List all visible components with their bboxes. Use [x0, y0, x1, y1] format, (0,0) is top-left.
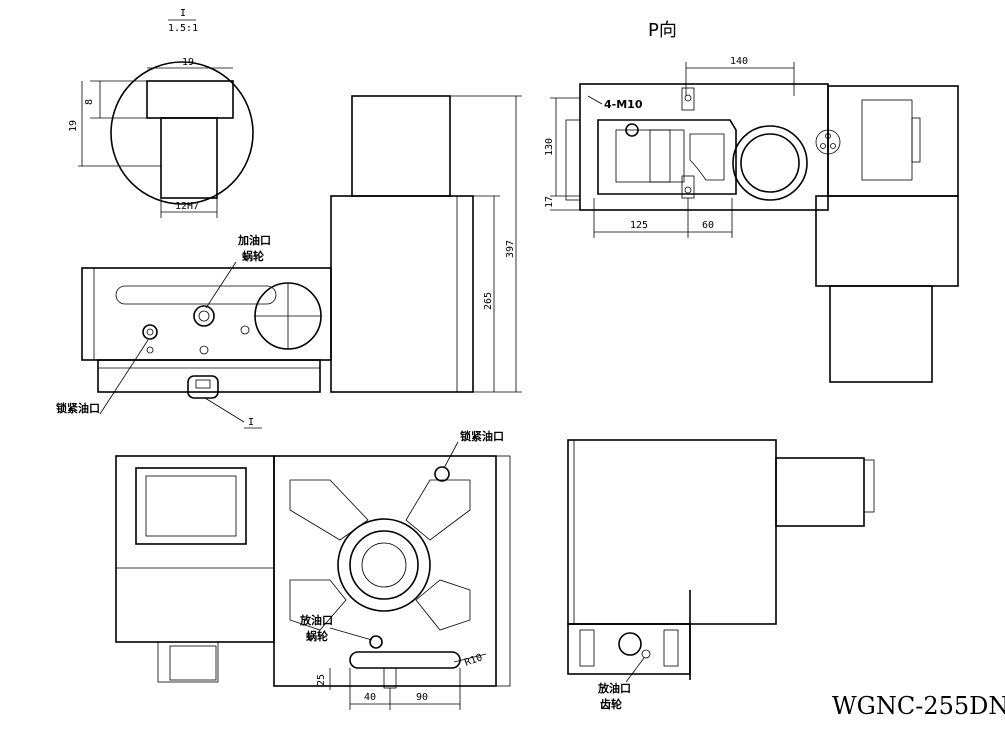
- p-cavity: [597, 119, 737, 195]
- top-spindle-outer: [337, 518, 431, 612]
- p-bearing-outer: [732, 125, 808, 201]
- top-rib-1: [289, 479, 369, 541]
- front-dim-body: 265: [483, 292, 494, 310]
- side-gear-label: 齿轮: [600, 697, 622, 711]
- front-detail-marker: I: [248, 417, 254, 428]
- p-fitting: [815, 129, 841, 155]
- detail-head: [146, 80, 234, 119]
- front-base: [97, 359, 321, 393]
- detail-dim-width: 19: [182, 57, 194, 68]
- front-motor: [351, 95, 451, 197]
- p-dim-top: 140: [730, 56, 748, 67]
- p-port: [625, 123, 639, 137]
- front-key: [187, 375, 219, 399]
- detail-dim-height: 19: [68, 120, 79, 132]
- detail-view-i: I 1.5:1 19 8 19 12H7: [68, 8, 254, 218]
- p-dim-left: 125: [630, 220, 648, 231]
- top-spindle-middle: [349, 530, 419, 600]
- detail-dim-depth: 8: [84, 99, 95, 105]
- front-oil-fill-label: 加油口: [237, 233, 271, 247]
- detail-scale: 1.5:1: [168, 23, 198, 34]
- top-window: [135, 467, 247, 545]
- top-worm-label: 蜗轮: [306, 629, 328, 643]
- top-drain-port: [369, 635, 383, 649]
- p-gearbox: [815, 195, 959, 287]
- p-view-label: P向: [648, 20, 677, 41]
- top-side-housing: [115, 455, 275, 643]
- front-oil-fill-leader: [205, 261, 237, 309]
- front-oil-fill-port: [193, 305, 215, 327]
- front-housing: [330, 195, 474, 393]
- p-view: P向 140 4-M10 130 17: [544, 20, 959, 383]
- top-view: 锁紧油口 放油口 蜗轮 R10 25 40 90: [115, 429, 511, 710]
- p-dim-right: 60: [702, 220, 714, 231]
- side-base: [567, 623, 691, 675]
- p-dim-small: 17: [544, 196, 555, 208]
- top-lock-oil-label: 锁紧油口: [460, 429, 504, 443]
- top-dim-40: 40: [364, 692, 376, 703]
- front-dim-total: 397: [505, 240, 516, 258]
- top-dim-25: 25: [316, 674, 327, 686]
- p-bearing-inner: [740, 133, 800, 193]
- side-housing: [567, 439, 777, 625]
- top-lock-oil-port: [434, 466, 450, 482]
- side-drain-label: 放油口: [597, 681, 631, 695]
- top-spindle-inner: [361, 542, 407, 588]
- top-slot: [349, 651, 461, 669]
- side-view: 放油口 齿轮: [567, 439, 875, 711]
- top-drain-label: 放油口: [299, 613, 333, 627]
- p-motor-flange: [827, 85, 959, 197]
- front-lock-oil-leader: [99, 339, 149, 415]
- front-view: 397 265 加油口 蜗轮 锁紧油口 I: [56, 95, 522, 429]
- top-radius: R10: [463, 652, 484, 669]
- p-dim-height: 130: [544, 138, 555, 156]
- detail-dim-slot: 12H7: [175, 201, 199, 212]
- front-lock-oil-port: [142, 324, 158, 340]
- front-slot: [115, 285, 277, 305]
- detail-label: I: [180, 8, 186, 19]
- model-number: WGNC-255DN: [832, 692, 1005, 720]
- front-worm-label: 蜗轮: [242, 249, 264, 263]
- p-lower-motor: [829, 285, 933, 383]
- side-drain-port: [618, 632, 642, 656]
- p-dim-holes: 4-M10: [604, 98, 643, 111]
- side-motor: [775, 457, 865, 527]
- top-dim-90: 90: [416, 692, 428, 703]
- front-lock-oil-label: 锁紧油口: [56, 401, 100, 415]
- front-body: [81, 267, 332, 361]
- detail-circle: [110, 61, 254, 205]
- detail-stem: [160, 117, 218, 199]
